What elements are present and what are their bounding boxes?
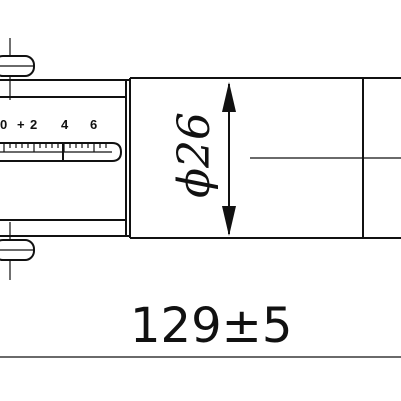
diameter-dimension: ϕ26 bbox=[169, 82, 236, 236]
lower-clamp-tab bbox=[0, 222, 35, 280]
diameter-label: ϕ26 bbox=[169, 112, 220, 198]
scale-label-6: 6 bbox=[90, 117, 97, 132]
scale-label-4: 4 bbox=[61, 117, 69, 132]
vernier-scale: 0 + 2 4 6 bbox=[0, 117, 123, 162]
scale-ticks bbox=[3, 143, 107, 152]
upper-clamp-tab bbox=[0, 38, 35, 100]
scale-label-2: 2 bbox=[30, 117, 37, 132]
arrow-up-icon bbox=[222, 82, 236, 112]
scale-label-0: 0 bbox=[0, 117, 7, 132]
length-dimension: 129±5 bbox=[0, 298, 401, 358]
arrow-down-icon bbox=[222, 206, 236, 236]
length-label: 129±5 bbox=[130, 298, 292, 354]
scale-label-plus: + bbox=[17, 117, 25, 132]
shaft-stem bbox=[0, 79, 130, 237]
